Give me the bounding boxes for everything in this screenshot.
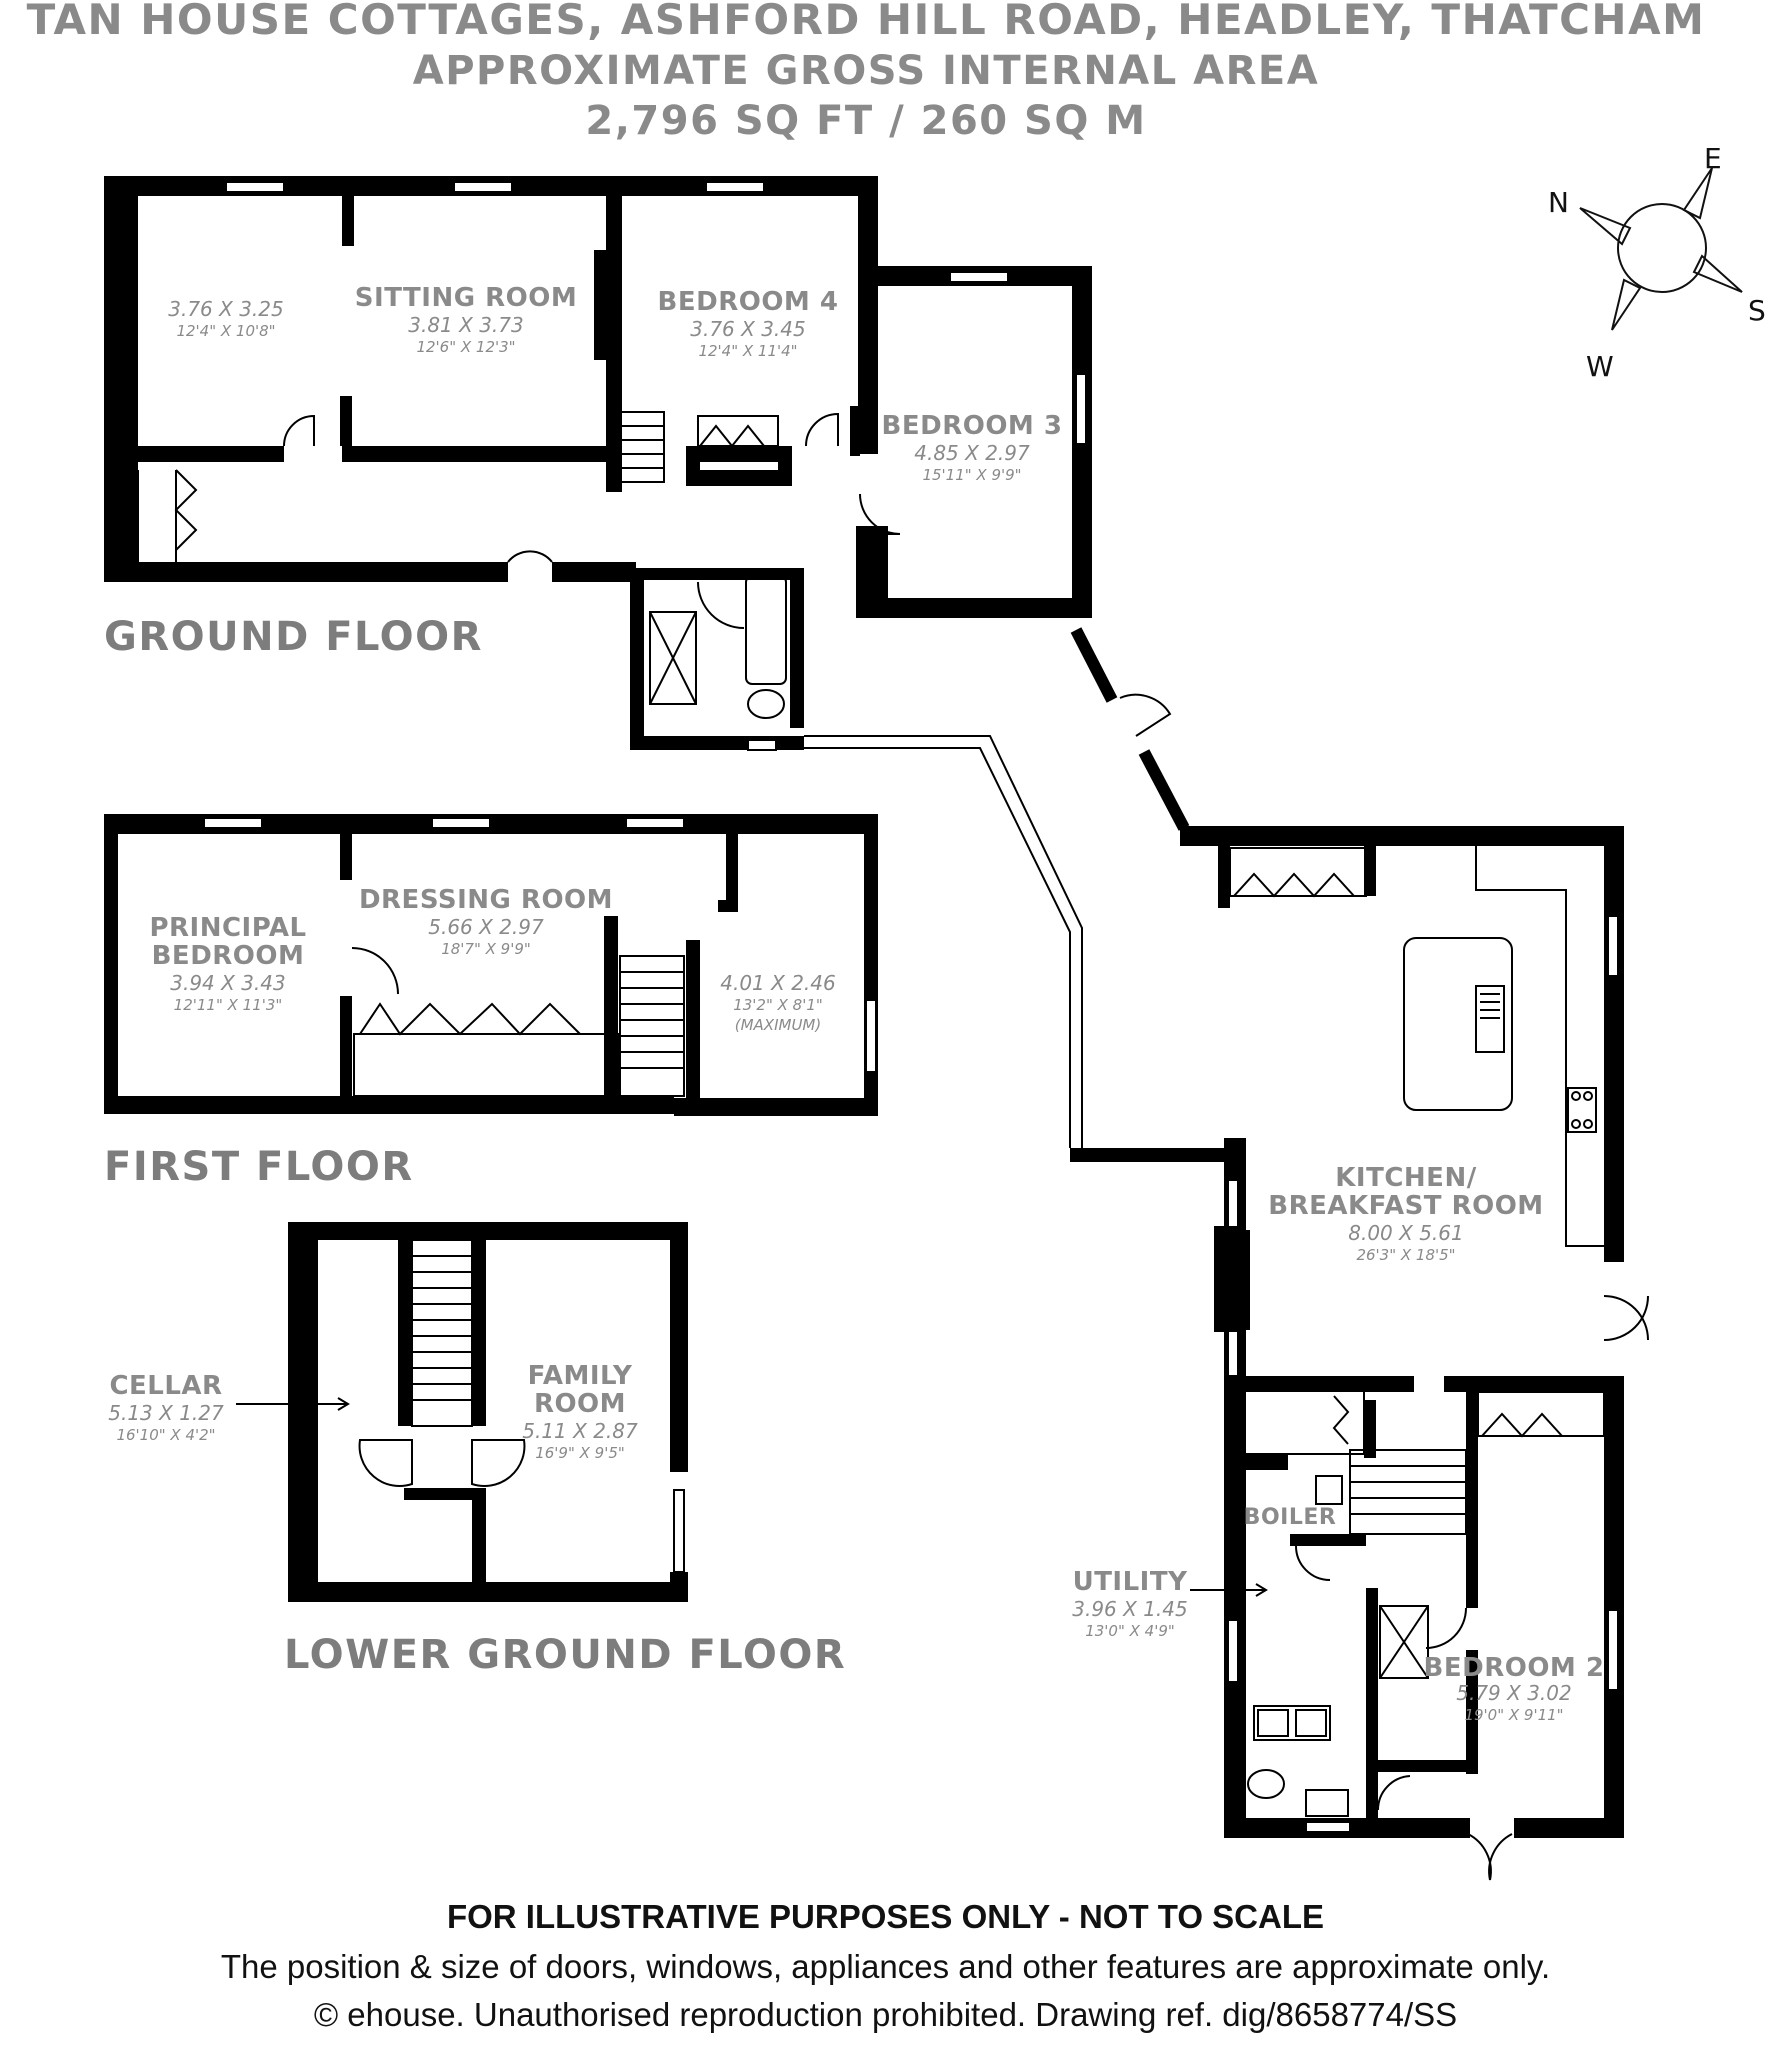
cellar-imperial: 16'10" X 4'2" [116, 1426, 215, 1444]
cellar-metric: 5.13 X 1.27 [108, 1401, 224, 1425]
bedroom2-name: BEDROOM 2 [1424, 1653, 1605, 1683]
bedroom4-imperial: 12'4" X 11'4" [698, 342, 797, 360]
first-floor-label: FIRST FLOOR [104, 1144, 414, 1190]
principal-bedroom-name-line1: PRINCIPAL [149, 913, 306, 943]
bedroom4-metric: 3.76 X 3.45 [690, 317, 805, 341]
ground-floor-label: GROUND FLOOR [104, 614, 483, 660]
principal-bedroom-name-line2: BEDROOM [152, 941, 305, 971]
property-address: TAN HOUSE COTTAGES, ASHFORD HILL ROAD, H… [27, 0, 1706, 44]
first-room3-imperial: 13'2" X 8'1" [733, 996, 823, 1014]
dressing-room-imperial: 18'7" X 9'9" [441, 940, 531, 958]
ground-room-imperial: 12'4" X 10'8" [176, 322, 275, 340]
first-room3-metric: 4.01 X 2.46 [720, 971, 835, 995]
bedroom3-name: BEDROOM 3 [882, 411, 1063, 441]
sitting-room-metric: 3.81 X 3.73 [408, 313, 523, 337]
cellar-name: CELLAR [109, 1371, 222, 1401]
bedroom2-metric: 5.79 X 3.02 [1456, 1681, 1571, 1705]
family-room-metric: 5.11 X 2.87 [522, 1419, 638, 1443]
area-value: 2,796 SQ FT / 260 SQ M [585, 98, 1146, 144]
family-room-imperial: 16'9" X 9'5" [535, 1444, 625, 1462]
sitting-room-name: SITTING ROOM [355, 283, 577, 313]
lower-ground-floor-plan [288, 1222, 688, 1602]
boiler-label: BOILER [1244, 1505, 1337, 1530]
disclaimer-title: FOR ILLUSTRATIVE PURPOSES ONLY - NOT TO … [446, 1898, 1325, 1935]
compass-s: S [1748, 294, 1766, 327]
disclaimer-text: The position & size of doors, windows, a… [220, 1948, 1551, 1985]
family-room-name-line2: ROOM [534, 1389, 626, 1419]
compass-e: E [1704, 142, 1722, 175]
bedroom3-imperial: 15'11" X 9'9" [922, 466, 1021, 484]
utility-metric: 3.96 X 1.45 [1072, 1597, 1187, 1621]
copyright-text: © ehouse. Unauthorised reproduction proh… [313, 1996, 1458, 2033]
dressing-room-name: DRESSING ROOM [359, 885, 613, 915]
kitchen-metric: 8.00 X 5.61 [1348, 1221, 1463, 1245]
dressing-room-metric: 5.66 X 2.97 [428, 915, 544, 939]
family-room-name-line1: FAMILY [528, 1361, 633, 1391]
kitchen-wing-plan [1180, 826, 1649, 1881]
compass-icon: N E S W [1548, 142, 1766, 383]
compass-w: W [1586, 350, 1614, 383]
kitchen-name-line1: KITCHEN/ [1335, 1163, 1476, 1193]
bedroom2-imperial: 19'0" X 9'11" [1464, 1706, 1563, 1724]
principal-bedroom-imperial: 12'11" X 11'3" [174, 996, 283, 1014]
bedroom3-metric: 4.85 X 2.97 [914, 441, 1030, 465]
first-room3-note: (MAXIMUM) [735, 1016, 821, 1034]
ground-room-metric: 3.76 X 3.25 [168, 297, 283, 321]
sitting-room-imperial: 12'6" X 12'3" [416, 338, 515, 356]
first-floor-plan [104, 814, 878, 1116]
utility-name: UTILITY [1073, 1567, 1188, 1597]
ground-floor-plan [104, 176, 1092, 751]
utility-imperial: 13'0" X 4'9" [1085, 1622, 1175, 1640]
link-corridor [804, 627, 1232, 1162]
area-caption: APPROXIMATE GROSS INTERNAL AREA [413, 48, 1319, 94]
bedroom4-name: BEDROOM 4 [658, 287, 839, 317]
principal-bedroom-metric: 3.94 X 3.43 [170, 971, 285, 995]
lower-ground-floor-label: LOWER GROUND FLOOR [284, 1632, 846, 1678]
compass-n: N [1548, 186, 1569, 219]
kitchen-imperial: 26'3" X 18'5" [1356, 1246, 1455, 1264]
kitchen-name-line2: BREAKFAST ROOM [1268, 1191, 1543, 1221]
